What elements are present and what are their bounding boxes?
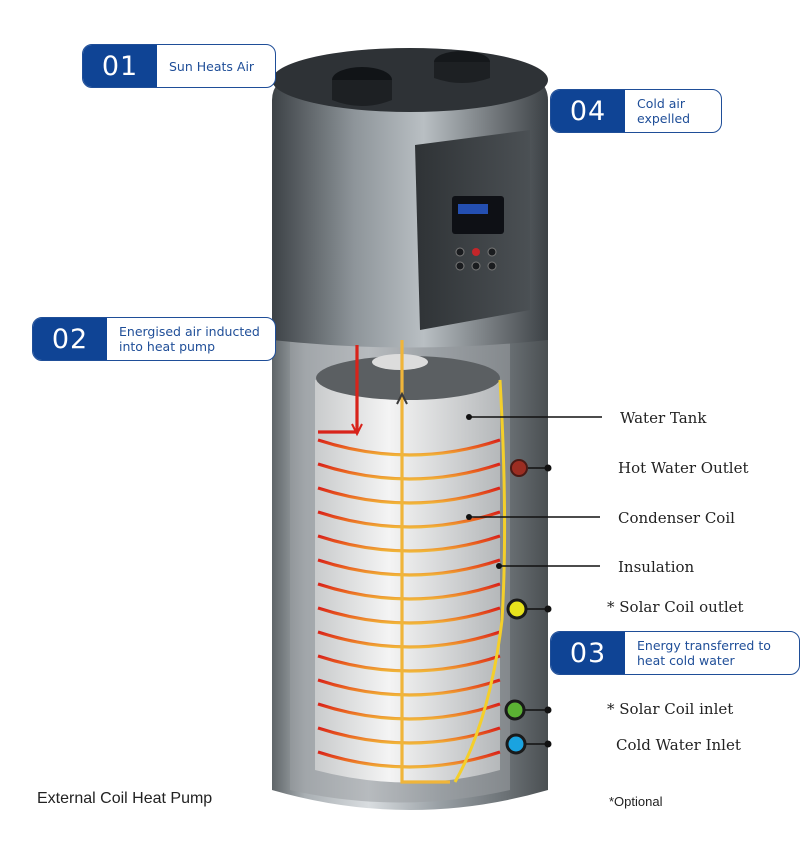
step-02-box: 02 Energised air inducted into heat pump <box>32 317 276 361</box>
step-number: 02 <box>33 318 107 360</box>
tank-top <box>316 356 500 400</box>
condenser-coil <box>317 438 501 769</box>
step-03-box: 03 Energy transferred to heat cold water <box>550 631 800 675</box>
panel-button <box>472 248 480 256</box>
step-description: Sun Heats Air <box>169 58 255 74</box>
top-lid <box>272 48 548 112</box>
step-number: 01 <box>83 45 157 87</box>
leader-dot <box>544 464 552 472</box>
air-outlet-duct-side <box>434 62 490 83</box>
leader-dot <box>496 563 502 569</box>
label-insulation: Insulation <box>618 558 695 576</box>
label-solar-coil-inlet: * Solar Coil inlet <box>607 700 734 718</box>
diagram-caption: External Coil Heat Pump <box>37 790 213 807</box>
leader-lines <box>470 416 602 745</box>
panel-button <box>455 247 465 257</box>
leader-dot <box>544 706 552 714</box>
solar-coil-inlet-port <box>504 699 526 721</box>
air-inlet-duct-side <box>332 80 392 106</box>
label-hot-water-outlet: Hot Water Outlet <box>618 459 749 477</box>
optional-footnote: *Optional <box>609 794 663 809</box>
panel-button <box>487 261 497 271</box>
step-description: Cold air expelled <box>637 96 691 126</box>
return-arrow <box>396 391 408 405</box>
label-condenser-coil: Condenser Coil <box>618 509 735 527</box>
display-screen <box>452 196 504 234</box>
step-description: Energised air inducted into heat pump <box>119 324 260 354</box>
step-number: 03 <box>551 632 625 674</box>
hot-gas-arrow <box>351 423 363 437</box>
leader-dot <box>544 605 552 613</box>
cold-water-inlet-port <box>505 733 527 755</box>
leader-dot <box>466 414 472 420</box>
label-solar-coil-outlet: * Solar Coil outlet <box>607 598 744 616</box>
display-readout <box>458 204 488 214</box>
panel-button <box>471 261 481 271</box>
step-04-box: 04 Cold air expelled <box>550 89 722 133</box>
hot-water-outlet-port <box>510 459 528 477</box>
return-line <box>400 340 450 784</box>
solar-coil-riser <box>453 379 507 783</box>
leader-dot <box>466 514 472 520</box>
label-water-tank: Water Tank <box>620 409 707 427</box>
panel-button <box>487 247 497 257</box>
step-description: Energy transferred to heat cold water <box>637 638 771 668</box>
step-number: 04 <box>551 90 625 132</box>
solar-coil-outlet-port <box>506 598 528 620</box>
step-01-box: 01 Sun Heats Air <box>82 44 276 88</box>
tank-top-inner <box>372 354 428 370</box>
panel-button <box>455 261 465 271</box>
leader-dots <box>466 414 552 748</box>
leader-dot <box>544 740 552 748</box>
label-cold-water-inlet: Cold Water Inlet <box>616 736 741 754</box>
